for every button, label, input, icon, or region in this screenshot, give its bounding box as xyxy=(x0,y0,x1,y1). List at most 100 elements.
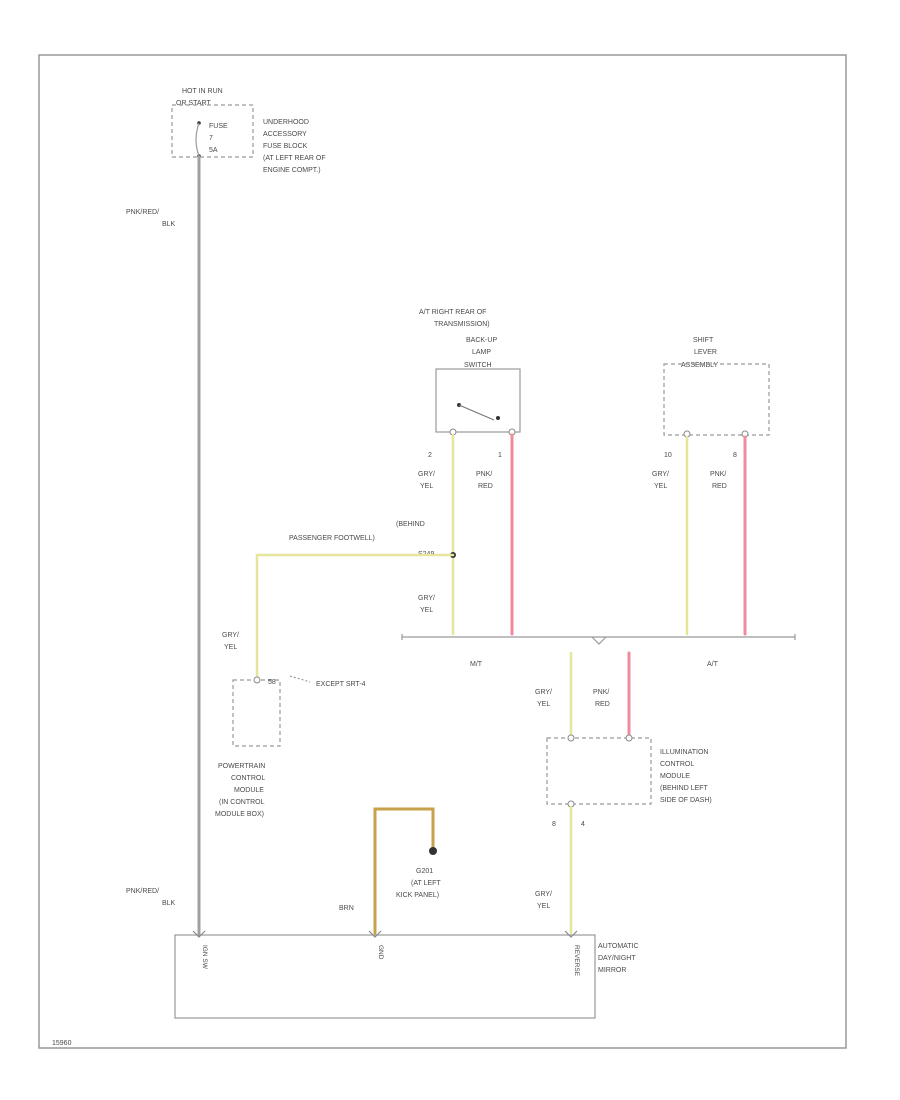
shift-lever-outline xyxy=(663,363,770,436)
pcm-name-1: POWERTRAIN xyxy=(218,763,265,770)
automatic-day-night-mirror: IGN SW GND REVERSE AUTOMATIC DAY/NIGHT M… xyxy=(174,930,639,1019)
icm-name-1: ILLUMINATION xyxy=(660,749,709,756)
splice-drop-label-2: YEL xyxy=(420,607,433,614)
fuse-block: HOT IN RUN OR START FUSE 7 5A UNDERHOOD … xyxy=(171,88,326,174)
pcm-feed-label-2: YEL xyxy=(224,644,237,651)
icm-name-3: MODULE xyxy=(660,773,690,780)
option-mt-label: M/T xyxy=(470,661,483,668)
backup-pin1-wire-label-1: PNK/ xyxy=(476,471,492,478)
backup-switch-location-2: TRANSMISSION) xyxy=(434,321,490,328)
fuse-location-1: UNDERHOOD xyxy=(263,119,309,126)
shift-lever-pin10-label: 10 xyxy=(664,452,672,459)
pcm-pin-label: 58 xyxy=(268,679,276,686)
backup-switch-body xyxy=(435,368,521,433)
icm-pin-label-4: 4 xyxy=(581,821,585,828)
pcm-feed-wire xyxy=(255,553,455,680)
icm-pr-feed-label-2: RED xyxy=(595,701,610,708)
switch-contact-right xyxy=(496,416,500,420)
ground-point-g201 xyxy=(429,847,437,855)
ground-name-1: G201 xyxy=(416,868,433,875)
ground-name-3: KICK PANEL) xyxy=(396,892,439,899)
pcm-outline xyxy=(232,679,281,747)
mirror-terminal-ign-label: IGN SW xyxy=(201,945,208,970)
backup-pin1-wire-label-2: RED xyxy=(478,483,493,490)
fuse-supply-line-1: HOT IN RUN xyxy=(182,88,223,95)
backup-switch-name-2: LAMP xyxy=(472,349,491,356)
backup-switch-location-1: A/T RIGHT REAR OF xyxy=(419,309,486,316)
fuse-label-1: FUSE xyxy=(209,123,228,130)
option-bus-split xyxy=(591,636,607,645)
pcm-note: EXCEPT SRT-4 xyxy=(316,681,366,688)
backup-switch-name-3: SWITCH xyxy=(464,362,492,369)
backup-switch-pin1-label: 1 xyxy=(498,452,502,459)
mirror-terminal-gnd xyxy=(368,930,382,938)
supply-wire-label-top-1: PNK/RED/ xyxy=(126,209,159,216)
backup-switch-pin2-label: 2 xyxy=(428,452,432,459)
pcm-name-4: (IN CONTROL xyxy=(219,799,265,806)
shift-pin10-wire-label-1: GRY/ xyxy=(652,471,669,478)
mirror-terminal-gnd-label: GND xyxy=(377,945,384,960)
icm-pr-feed-label-1: PNK/ xyxy=(593,689,609,696)
fuse-location-4: (AT LEFT REAR OF xyxy=(263,155,326,162)
backup-switch-name-1: BACK-UP xyxy=(466,337,497,344)
diagram-code: 15960 xyxy=(52,1040,72,1047)
icm-gy-feed-label-1: GRY/ xyxy=(535,689,552,696)
backup-pin2-wire-label-1: GRY/ xyxy=(418,471,435,478)
splice-drop-label-1: GRY/ xyxy=(418,595,435,602)
mirror-body xyxy=(174,934,596,1019)
diagram-frame xyxy=(38,54,847,1049)
mirror-reverse-label-1: GRY/ xyxy=(535,891,552,898)
mirror-terminal-ign xyxy=(192,930,206,938)
supply-wire-label-bottom-2: BLK xyxy=(162,900,176,907)
pcm-name-3: MODULE xyxy=(234,787,264,794)
backup-lamp-switch: A/T RIGHT REAR OF TRANSMISSION) BACK-UP … xyxy=(419,309,521,459)
shift-lever-name-2: LEVER xyxy=(694,349,717,356)
splice-s249: (BEHIND PASSENGER FOOTWELL) S249 xyxy=(289,521,456,558)
shift-pin8-wire-label-2: RED xyxy=(712,483,727,490)
mirror-name-3: MIRROR xyxy=(598,967,626,974)
mirror-terminal-reverse xyxy=(564,930,578,938)
splice-location-1: (BEHIND xyxy=(396,521,425,528)
illumination-control-module: ILLUMINATION CONTROL MODULE (BEHIND LEFT… xyxy=(546,734,712,828)
icm-top-pin-right xyxy=(625,734,633,742)
mirror-name-1: AUTOMATIC xyxy=(598,943,639,950)
supply-wire-label-top-2: BLK xyxy=(162,221,176,228)
shift-lever-name-1: SHIFT xyxy=(693,337,714,344)
fuse-block-outline xyxy=(171,104,254,158)
splice-location-2: PASSENGER FOOTWELL) xyxy=(289,535,375,542)
pcm-feed-label-1: GRY/ xyxy=(222,632,239,639)
mirror-name-2: DAY/NIGHT xyxy=(598,955,636,962)
option-at-label: A/T xyxy=(707,661,719,668)
pcm-note-leader xyxy=(289,675,311,683)
fuse-location-3: FUSE BLOCK xyxy=(263,143,308,150)
mirror-reverse-label-2: YEL xyxy=(537,903,550,910)
ground-name-2: (AT LEFT xyxy=(411,880,441,887)
ground-wire xyxy=(373,807,435,935)
supply-wire-label-bottom-1: PNK/RED/ xyxy=(126,888,159,895)
switch-blade xyxy=(458,404,495,421)
icm-name-5: SIDE OF DASH) xyxy=(660,797,712,804)
fuse-location-2: ACCESSORY xyxy=(263,131,307,138)
shift-pin10-wire-label-2: YEL xyxy=(654,483,667,490)
option-bus: M/T A/T xyxy=(401,634,796,668)
backup-pin2-wire-label-2: YEL xyxy=(420,483,433,490)
icm-outline xyxy=(546,737,652,805)
shift-lever-name-3: ASSEMBLY xyxy=(681,362,719,369)
pcm-name-2: CONTROL xyxy=(231,775,265,782)
fuse-symbol xyxy=(195,122,200,157)
icm-top-pin-left xyxy=(567,734,575,742)
pcm-pin-58 xyxy=(253,676,261,684)
shift-lever-assembly: SHIFT LEVER ASSEMBLY 10 8 xyxy=(663,337,770,459)
fuse-location-5: ENGINE COMPT.) xyxy=(263,167,321,174)
pcm-name-5: MODULE BOX) xyxy=(215,811,264,818)
icm-pin-label-8: 8 xyxy=(552,821,556,828)
fuse-supply-line-2: OR START xyxy=(176,100,211,107)
icm-name-4: (BEHIND LEFT xyxy=(660,785,709,792)
ground-wire-label: BRN xyxy=(339,905,354,912)
shift-lever-pin8-label: 8 xyxy=(733,452,737,459)
fuse-label-3: 5A xyxy=(209,147,218,154)
fuse-label-2: 7 xyxy=(209,135,213,142)
icm-name-2: CONTROL xyxy=(660,761,694,768)
mirror-terminal-reverse-label: REVERSE xyxy=(573,945,580,977)
